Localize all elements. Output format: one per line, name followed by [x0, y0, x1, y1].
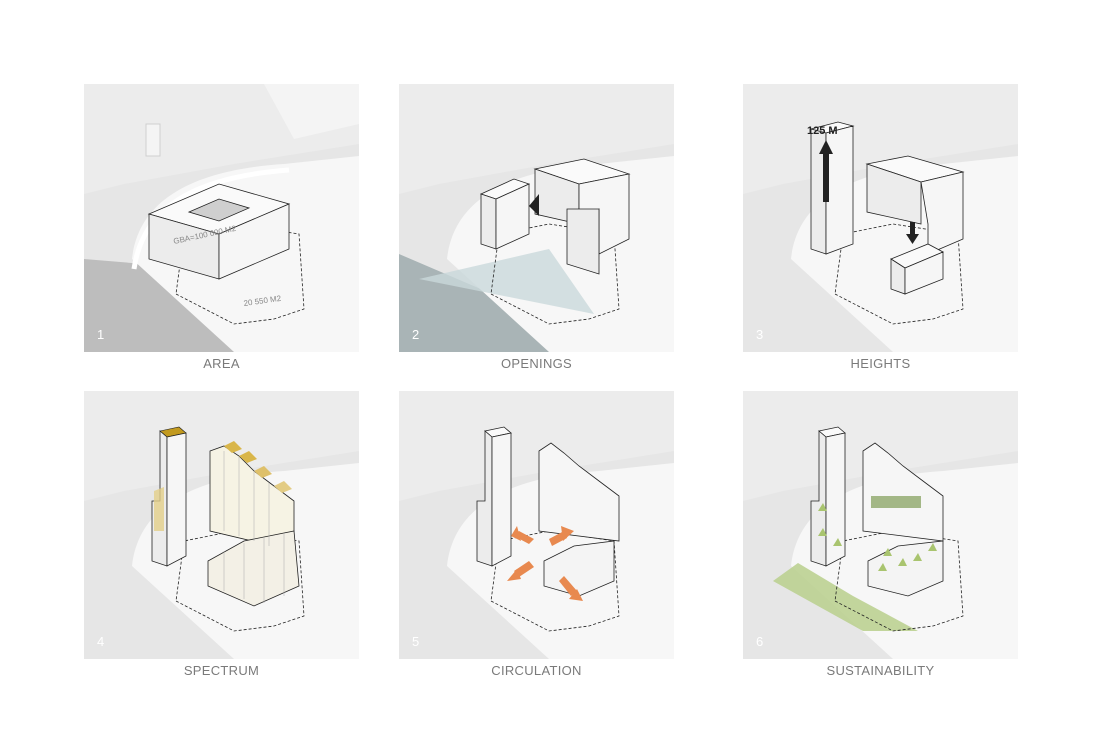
heights-diagram: 125 M: [743, 84, 1018, 352]
panel-openings: 2: [399, 84, 674, 352]
openings-diagram: [399, 84, 674, 352]
panel-number: 1: [97, 327, 105, 342]
panel-area: GBA=100 000 M2 20 550 M2 1: [84, 84, 359, 352]
panel-number: 3: [756, 327, 764, 342]
height-annotation: 125 M: [807, 125, 838, 137]
panel-spectrum: 4: [84, 391, 359, 659]
area-diagram: GBA=100 000 M2 20 550 M2: [84, 84, 359, 352]
panel-heights: 125 M 3: [743, 84, 1018, 352]
sustainability-diagram: [743, 391, 1018, 659]
circulation-diagram: [399, 391, 674, 659]
panel-number: 2: [412, 327, 420, 342]
panel-sustainability: 6: [743, 391, 1018, 659]
panel-circulation: 5: [399, 391, 674, 659]
panel-label: SPECTRUM: [183, 663, 260, 678]
panel-label: OPENINGS: [500, 356, 573, 371]
panel-label: SUSTAINABILITY: [826, 663, 935, 678]
spectrum-diagram: [84, 391, 359, 659]
panel-label: HEIGHTS: [850, 356, 911, 371]
panel-number: 6: [756, 634, 764, 649]
panel-label: CIRCULATION: [491, 663, 582, 678]
panel-number: 4: [97, 634, 105, 649]
panel-number: 5: [412, 634, 420, 649]
panel-label: AREA: [203, 356, 240, 371]
